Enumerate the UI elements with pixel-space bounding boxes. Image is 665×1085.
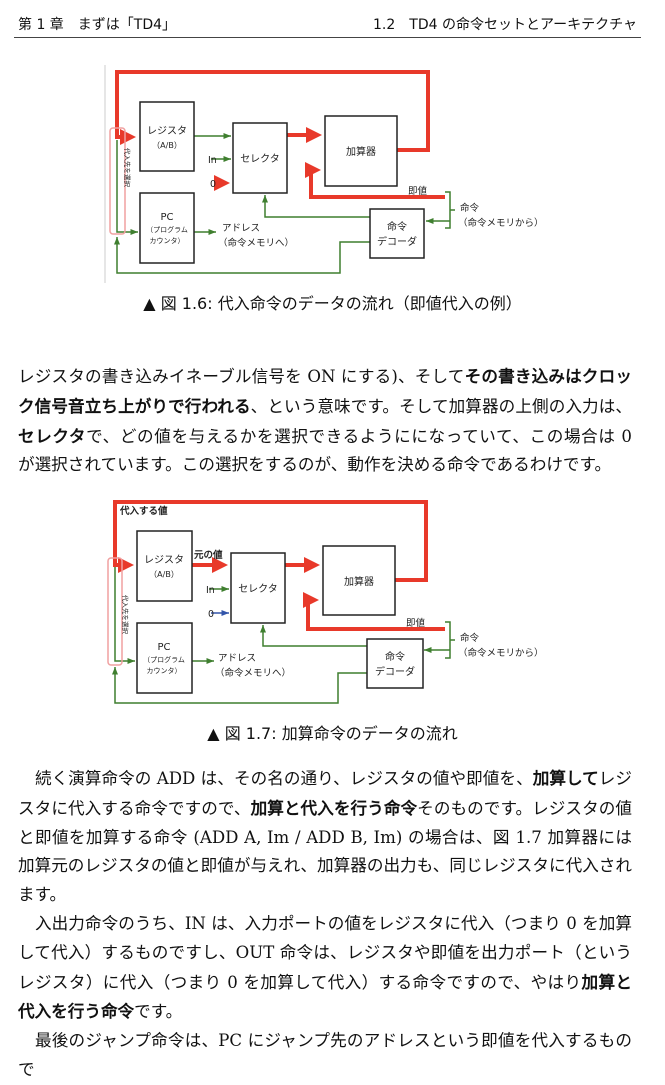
text-run: 続く演算命令の ADD は、その名の通り、レジスタの値や即値を、 (35, 769, 533, 788)
decoder-label-1: 命令 (387, 220, 407, 233)
register-block (139, 101, 195, 172)
pc-block (136, 622, 193, 694)
text-run: レジスタの書き込みイネーブル信号を ON にする)、そして (18, 367, 465, 386)
address-sub-label: （命令メモリへ） (218, 237, 294, 249)
paragraph-2: 続く演算命令の ADD は、その名の通り、レジスタの値や即値を、加算してレジスタ… (18, 764, 632, 910)
decoder-label-1: 命令 (385, 650, 405, 663)
pc-label: PC (160, 212, 173, 223)
value-to-assign-label: 代入する値 (119, 505, 168, 517)
bold-text: 加算と代入を行う命令 (250, 797, 418, 818)
paragraph-4: 最後のジャンプ命令は、PC にジャンプ先のアドレスという即値を代入するもので (18, 1027, 632, 1085)
register-label: レジスタ (144, 554, 184, 566)
immediate-label: 即値 (408, 185, 428, 197)
address-label: アドレス (222, 223, 260, 234)
address-sub-label: （命令メモリへ） (215, 667, 291, 679)
text-run: 入出力命令のうち、IN は、入力ポートの値をレジスタに代入（つまり 0 を加算し… (18, 913, 632, 992)
adder-block (324, 115, 398, 187)
text-run: そのものです。レジスタの値と即値を加算する命令 (ADD A, Im / ADD… (18, 798, 632, 905)
instruction-sub-label: （命令メモリから） (458, 217, 544, 229)
instruction-label: 命令 (460, 632, 480, 644)
red-data-path (115, 70, 445, 199)
zero-label: 0 (210, 179, 216, 190)
text-run: です。 (134, 1002, 183, 1022)
register-label: レジスタ (147, 125, 187, 137)
decoder-label-2: デコーダ (375, 665, 415, 678)
text-run: レジスタに代入する命令ですので、 (18, 769, 632, 818)
register-sub-label: （A/B） (149, 570, 179, 579)
text-run: で、どの値を与えるかを選択できるようにになっていて、この場合は 0 が選択されて… (18, 426, 632, 475)
address-label: アドレス (218, 653, 256, 664)
pc-sub-label-1: （プログラム (143, 655, 185, 664)
bold-text: 加算と代入を行う命令 (18, 971, 633, 1022)
instruction-label: 命令 (460, 202, 480, 214)
pc-sub-label-1: （プログラム (146, 225, 188, 234)
bold-text: 加算して (532, 768, 599, 788)
in-label: In (206, 585, 215, 596)
immediate-label: 即値 (406, 617, 426, 629)
text-run: 、という意味です。そして加算器の上側の入力は、 (250, 396, 632, 416)
zero-label: 0 (208, 609, 214, 620)
adder-block (322, 545, 396, 616)
paragraph-1: レジスタの書き込みイネーブル信号を ON にする)、そしてその書き込みはクロック… (18, 362, 632, 480)
register-block (136, 530, 193, 602)
paragraph-3: 入出力命令のうち、IN は、入力ポートの値をレジスタに代入（つまり 0 を加算し… (18, 910, 632, 1027)
adder-label: 加算器 (344, 575, 374, 588)
green-signal-lines (114, 133, 455, 274)
select-dest-label: 代入先を選択 (123, 148, 132, 188)
pc-block (139, 192, 195, 264)
bold-text: その書き込みはクロック信号音立ち上がりで行われる (18, 366, 632, 416)
selector-label: セレクタ (238, 583, 278, 595)
select-dest-box (109, 127, 126, 235)
decoder-block (369, 208, 425, 259)
green-signal-lines (112, 567, 455, 704)
select-dest-box (107, 557, 123, 666)
header-rule (14, 37, 641, 38)
instruction-sub-label: （命令メモリから） (458, 647, 544, 659)
figure-1-7-diagram: レジスタ （A/B） セレクタ 加算器 PC （プログラム カウンタ） 命令 デ… (107, 500, 544, 704)
select-dest-label: 代入先を選択 (121, 595, 130, 635)
pc-label: PC (157, 642, 170, 653)
text-run: 最後のジャンプ命令は、PC にジャンプ先のアドレスという即値を代入するもので (18, 1031, 632, 1079)
selector-block (232, 122, 288, 194)
adder-label: 加算器 (346, 145, 376, 158)
selector-label: セレクタ (240, 153, 280, 165)
figure-1-7-caption: ▲ 図 1.7: 加算命令のデータの流れ (207, 724, 458, 743)
running-header-section: 1.2 TD4 の命令セットとアーキテクチャ (373, 17, 637, 33)
body-paragraphs: 続く演算命令の ADD は、その名の通り、レジスタの値や即値を、加算してレジスタ… (18, 764, 632, 1085)
figure-1-6-caption: ▲ 図 1.6: 代入命令のデータの流れ（即値代入の例） (143, 294, 522, 313)
red-data-path (113, 500, 445, 631)
pc-sub-label-2: カウンタ） (147, 666, 182, 675)
bold-text: セレクタ (18, 425, 87, 446)
running-header-chapter: 第 1 章 まずは「TD4」 (18, 17, 177, 33)
pc-sub-label-2: カウンタ） (150, 236, 185, 245)
decoder-label-2: デコーダ (377, 235, 417, 248)
register-sub-label: （A/B） (152, 141, 182, 150)
in-label: In (208, 155, 217, 166)
selector-block (230, 552, 286, 624)
original-value-label: 元の値 (194, 549, 223, 561)
decoder-block (366, 638, 424, 689)
figure-1-6-diagram: レジスタ （A/B） セレクタ 加算器 PC （プログラム カウンタ） 命令 デ… (104, 65, 544, 283)
